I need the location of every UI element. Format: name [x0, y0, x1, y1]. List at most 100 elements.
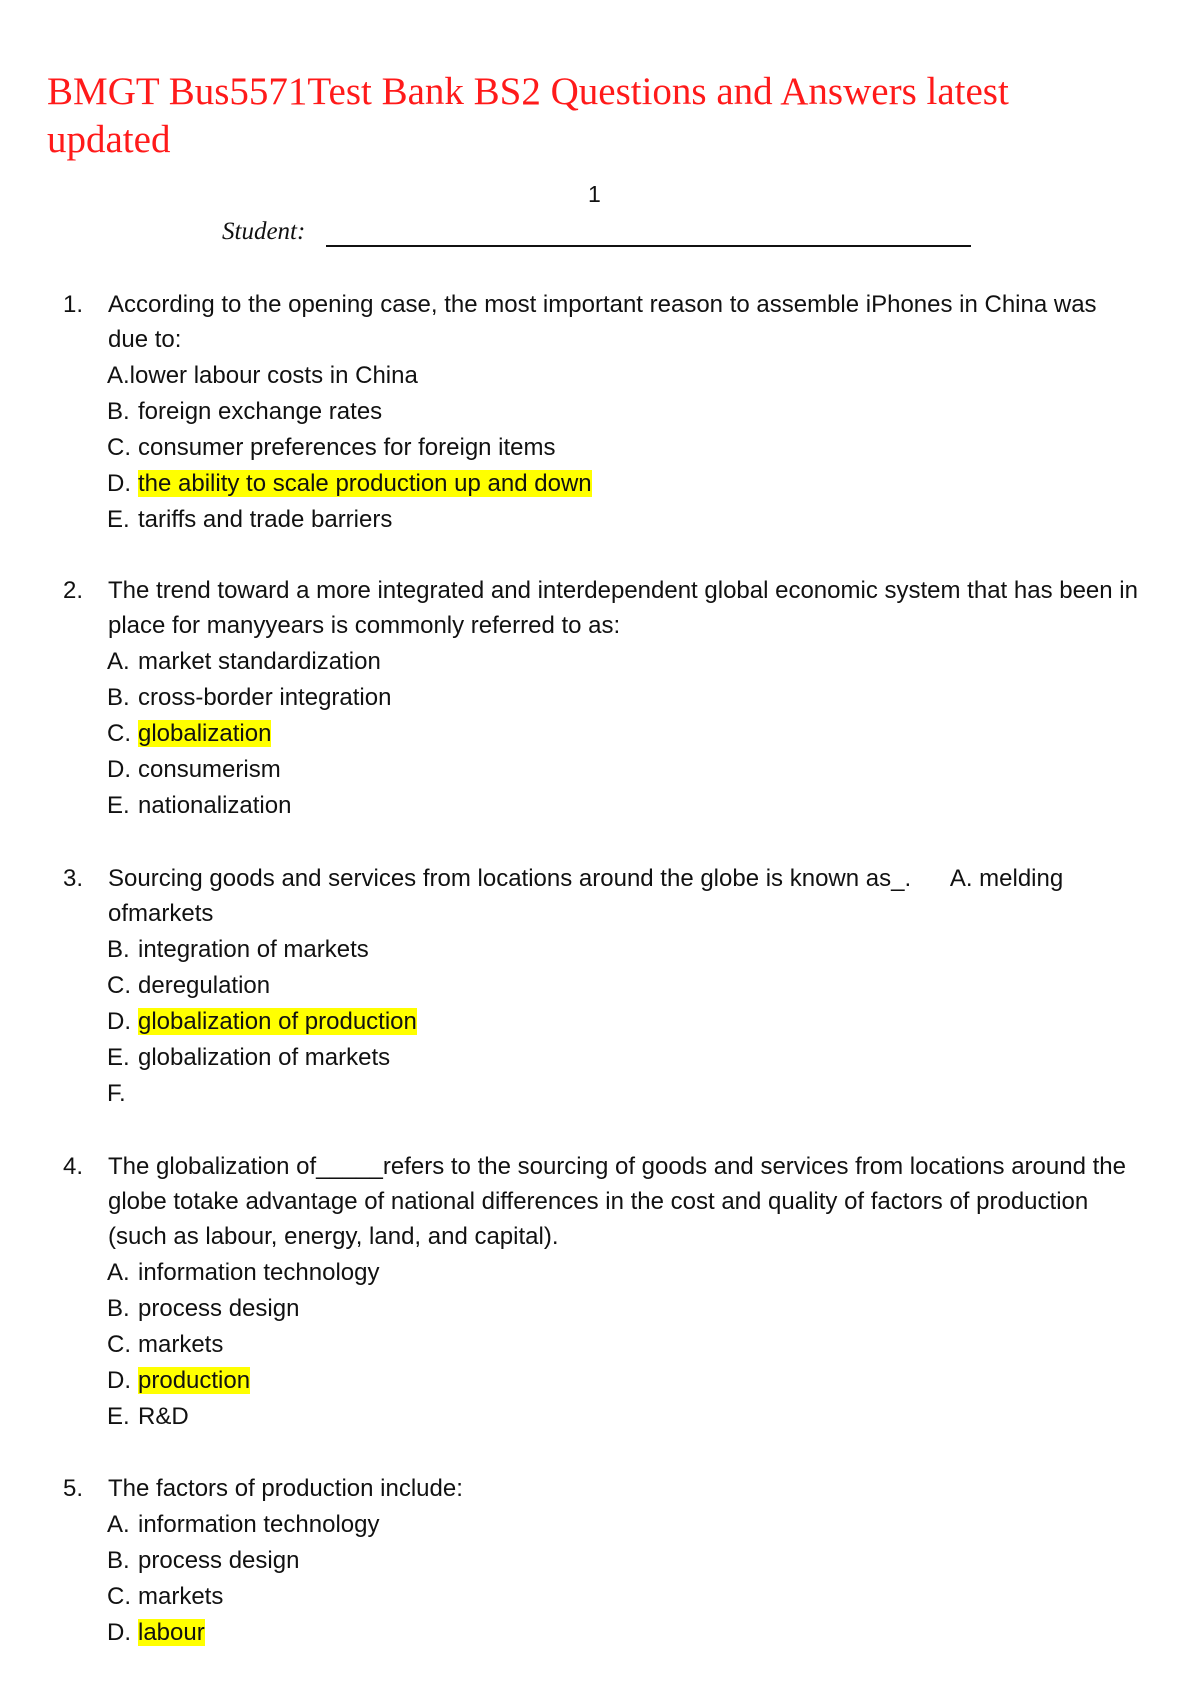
option-text: information technology — [138, 1511, 380, 1538]
option-letter: D. — [107, 470, 131, 497]
question-text: The factors of production include: — [108, 1475, 463, 1502]
question-4: 4. The globalization of_____refers to th… — [63, 1149, 1143, 1435]
question-number: 4. — [63, 1153, 84, 1180]
question-header: 1. According to the opening case, the mo… — [63, 287, 1143, 357]
option-letter: C. — [107, 1331, 131, 1358]
highlighted-correct-answer: production — [138, 1367, 251, 1394]
answer-options: A. market standardization B. cross-border … — [107, 644, 1143, 824]
answer-option-c: C. deregulation — [107, 968, 1143, 1004]
question-2: 2. The trend toward a more integrated an… — [63, 573, 1143, 824]
option-text: market standardization — [138, 648, 381, 675]
answer-option-d: D. production — [107, 1363, 1143, 1399]
answer-option-b: B. integration of markets — [107, 932, 1143, 968]
highlighted-correct-answer: the ability to scale production up and d… — [138, 470, 592, 497]
highlighted-correct-answer: labour — [138, 1619, 205, 1646]
option-text: cross-border integration — [138, 684, 392, 711]
answer-option-a: A. information technology — [107, 1255, 1143, 1291]
option-text: markets — [138, 1583, 224, 1610]
option-text: globalization of markets — [138, 1044, 391, 1071]
option-letter: A. — [107, 648, 130, 675]
highlighted-correct-answer: globalization — [138, 720, 272, 747]
option-letter: F. — [107, 1080, 126, 1107]
answer-option-b: B. foreign exchange rates — [107, 394, 1143, 430]
answer-option-a: A. information technology — [107, 1507, 1143, 1543]
answer-option-a: A. market standardization — [107, 644, 1143, 680]
answer-option-e: E. globalization of markets — [107, 1040, 1143, 1076]
option-letter: E. — [107, 792, 130, 819]
option-text: deregulation — [138, 972, 271, 999]
question-1: 1. According to the opening case, the mo… — [63, 287, 1143, 538]
option-letter: D. — [107, 1619, 131, 1646]
answer-option-d: D. the ability to scale production up and… — [107, 466, 1143, 502]
question-header: 2. The trend toward a more integrated an… — [63, 573, 1143, 643]
question-text: According to the opening case, the most … — [108, 291, 1097, 353]
answer-option-c: C. markets — [107, 1579, 1143, 1615]
answer-option-a: A.lower labour costs in China — [107, 358, 1143, 394]
answer-option-b: B. cross-border integration — [107, 680, 1143, 716]
document-title: BMGT Bus5571Test Bank BS2 Questions and … — [47, 70, 1009, 161]
option-letter: D. — [107, 1367, 131, 1394]
answer-options: A. information technology B. process desig… — [107, 1255, 1143, 1435]
question-text: The globalization of_____refers to the s… — [108, 1153, 1126, 1250]
answer-options: A.lower labour costs in China B. foreign … — [107, 358, 1143, 538]
option-letter: E. — [107, 1403, 130, 1430]
answer-option-e: E. nationalization — [107, 788, 1143, 824]
answer-option-b: B. process design — [107, 1543, 1143, 1579]
option-letter: E. — [107, 1044, 130, 1071]
option-text: A.lower labour costs in China — [107, 362, 418, 389]
option-text: integration of markets — [138, 936, 369, 963]
option-text: foreign exchange rates — [138, 398, 383, 425]
option-letter: B. — [107, 398, 130, 425]
option-letter: C. — [107, 720, 131, 747]
option-letter: C. — [107, 1583, 131, 1610]
question-number: 3. — [63, 865, 84, 892]
option-letter: B. — [107, 1547, 130, 1574]
option-letter: D. — [107, 1008, 131, 1035]
highlighted-correct-answer: globalization of production — [138, 1008, 417, 1035]
option-text: process design — [138, 1295, 300, 1322]
answer-option-c: C. markets — [107, 1327, 1143, 1363]
question-header: 4. The globalization of_____refers to th… — [63, 1149, 1143, 1254]
answer-option-b: B. process design — [107, 1291, 1143, 1327]
question-3: 3. Sourcing goods and services from loca… — [63, 861, 1143, 1112]
option-text: tariffs and trade barriers — [138, 506, 393, 533]
option-letter: E. — [107, 506, 130, 533]
answer-option-e: E. tariffs and trade barriers — [107, 502, 1143, 538]
student-name-row: Student: — [222, 217, 972, 249]
page-number: 1 — [588, 181, 601, 207]
option-text: consumer preferences for foreign items — [138, 434, 556, 461]
option-letter: D. — [107, 756, 131, 783]
option-letter: B. — [107, 684, 130, 711]
answer-options: B.integration of markets C.deregulation … — [107, 932, 1143, 1112]
question-number: 1. — [63, 291, 84, 318]
answer-option-c: C. consumer preferences for foreign items — [107, 430, 1143, 466]
question-text: The trend toward a more integrated and i… — [108, 577, 1138, 639]
answer-option-d: D. labour — [107, 1615, 1143, 1651]
question-5: 5. The factors of production include: A.… — [63, 1471, 1143, 1651]
option-letter: A. — [107, 1511, 130, 1538]
option-text: R&D — [138, 1403, 189, 1430]
question-number: 5. — [63, 1475, 84, 1502]
student-name-blank-line — [326, 245, 971, 247]
question-header: 3. Sourcing goods and services from loca… — [63, 861, 1143, 931]
answer-option-e: E. R&D — [107, 1399, 1143, 1435]
answer-options: A. information technology B. process desig… — [107, 1507, 1143, 1651]
option-letter: C. — [107, 972, 131, 999]
option-letter: A. — [107, 1259, 130, 1286]
option-text: nationalization — [138, 792, 292, 819]
answer-option-d: D. consumerism — [107, 752, 1143, 788]
option-text: information technology — [138, 1259, 380, 1286]
option-text: consumerism — [138, 756, 281, 783]
question-text: Sourcing goods and services from locatio… — [108, 865, 1070, 927]
answer-option-f: F. — [107, 1076, 1143, 1112]
student-label: Student: — [222, 218, 306, 245]
question-header: 5. The factors of production include: — [63, 1471, 1143, 1506]
answer-option-d: D. globalization of production — [107, 1004, 1143, 1040]
option-text: process design — [138, 1547, 300, 1574]
question-number: 2. — [63, 577, 84, 604]
option-letter: B. — [107, 1295, 130, 1322]
option-letter: B. — [107, 936, 130, 963]
option-letter: C. — [107, 434, 131, 461]
answer-option-c: C. globalization — [107, 716, 1143, 752]
option-text: markets — [138, 1331, 224, 1358]
